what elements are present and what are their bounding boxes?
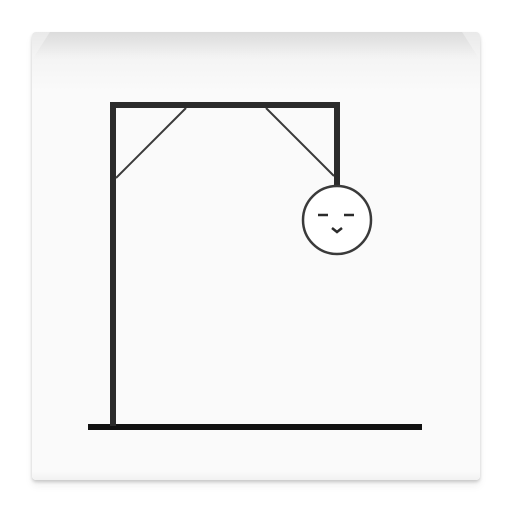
icon-tile-bevel: [32, 32, 480, 60]
gallows-ground: [88, 424, 422, 430]
gallows-left-brace: [115, 107, 187, 179]
gallows-right-brace: [265, 107, 335, 177]
mouth: [331, 227, 343, 234]
gallows-beam: [110, 102, 340, 108]
gallows-rope: [334, 102, 340, 188]
gallows-post: [110, 102, 116, 426]
hangman-head: [301, 184, 373, 256]
